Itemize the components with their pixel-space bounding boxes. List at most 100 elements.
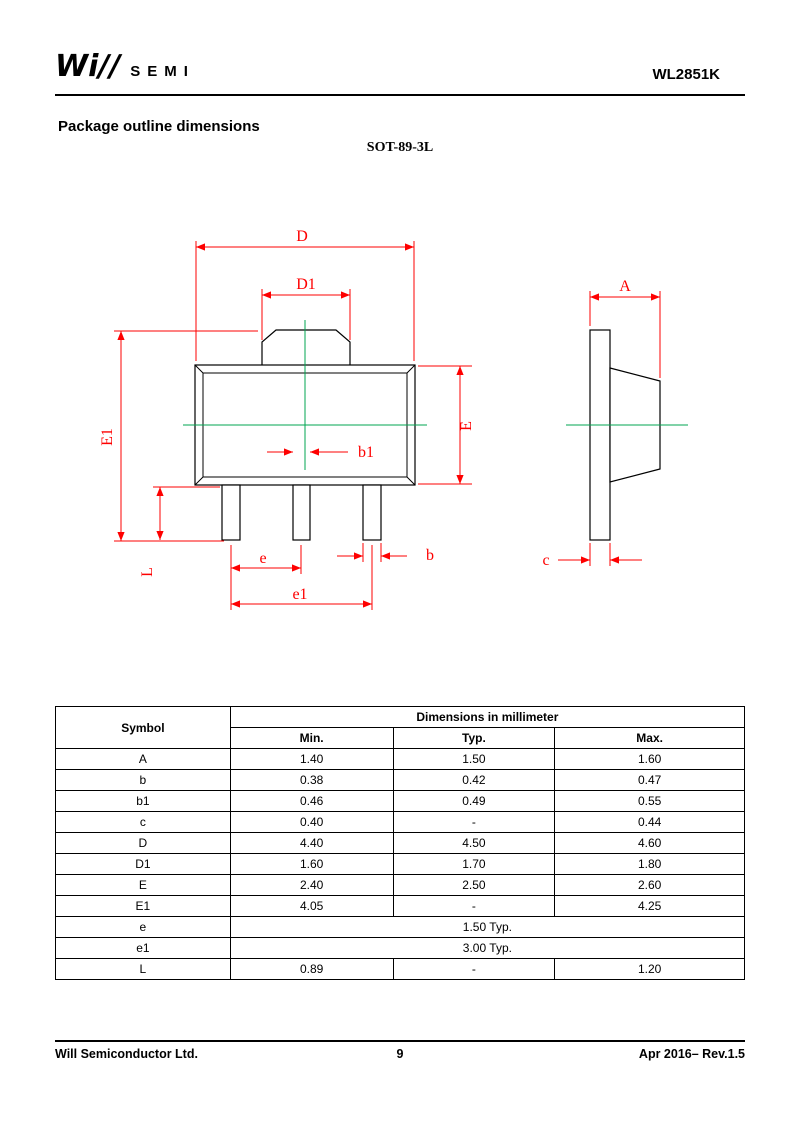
dim-label-e: e bbox=[259, 550, 266, 567]
dim-e: e bbox=[230, 545, 302, 610]
cell-symbol: A bbox=[55, 748, 231, 770]
table-row: E1 4.05 - 4.25 bbox=[55, 895, 745, 917]
cell-min: 0.46 bbox=[229, 790, 394, 812]
table-row: A 1.40 1.50 1.60 bbox=[55, 748, 745, 770]
table-row: D 4.40 4.50 4.60 bbox=[55, 832, 745, 854]
dim-label-e1: e1 bbox=[292, 586, 307, 603]
cell-symbol: e bbox=[55, 916, 231, 938]
lead-1 bbox=[221, 484, 241, 541]
cell-span-value: 1.50 Typ. bbox=[229, 916, 746, 938]
header-rule bbox=[55, 94, 745, 96]
dim-c: c bbox=[542, 543, 642, 569]
dim-label-b: b bbox=[426, 547, 434, 564]
corner-chamfer bbox=[194, 364, 204, 374]
cell-min: 0.40 bbox=[229, 811, 394, 833]
dim-E1: E1 bbox=[99, 330, 258, 542]
lead-2 bbox=[292, 484, 311, 541]
willsemi-logo: Wi∕∕ SEMI bbox=[55, 52, 195, 82]
cell-symbol: e1 bbox=[55, 937, 231, 959]
cell-symbol: E bbox=[55, 874, 231, 896]
footer-company: Will Semiconductor Ltd. bbox=[55, 1047, 198, 1061]
col-header-max: Max. bbox=[554, 727, 745, 749]
table-row: b 0.38 0.42 0.47 bbox=[55, 769, 745, 791]
cell-typ: 0.42 bbox=[392, 769, 556, 791]
dim-e1: e1 bbox=[231, 545, 373, 610]
cell-max: 1.80 bbox=[554, 853, 745, 875]
dim-label-c: c bbox=[542, 552, 549, 569]
cell-min: 0.89 bbox=[229, 958, 394, 980]
cell-min: 1.60 bbox=[229, 853, 394, 875]
cell-max: 0.55 bbox=[554, 790, 745, 812]
table-row: e 1.50 Typ. bbox=[55, 916, 746, 938]
cell-typ: - bbox=[392, 895, 556, 917]
table-header-row: Symbol Dimensions in millimeter bbox=[55, 706, 746, 749]
page-title: Package outline dimensions bbox=[58, 118, 260, 135]
cell-typ: 1.70 bbox=[392, 853, 556, 875]
cell-typ: 1.50 bbox=[392, 748, 556, 770]
table-row: b1 0.46 0.49 0.55 bbox=[55, 790, 745, 812]
package-outline-drawing: D D1 E1 E b1 bbox=[99, 228, 688, 610]
tab-outline bbox=[261, 329, 351, 365]
dim-D: D bbox=[195, 228, 415, 361]
cell-min: 1.40 bbox=[229, 748, 394, 770]
cell-max: 1.20 bbox=[554, 958, 745, 980]
footer-revision: Apr 2016– Rev.1.5 bbox=[638, 1047, 746, 1061]
dim-D1: D1 bbox=[261, 276, 351, 340]
table-row: e1 3.00 Typ. bbox=[55, 937, 746, 959]
cell-symbol: b bbox=[55, 769, 231, 791]
cell-min: 2.40 bbox=[229, 874, 394, 896]
logo-text: SEMI bbox=[130, 63, 195, 80]
cell-typ: 2.50 bbox=[392, 874, 556, 896]
dimensions-table: Symbol Dimensions in millimeter Min. Typ… bbox=[55, 706, 746, 980]
corner-chamfer bbox=[406, 476, 416, 486]
dim-label-D: D bbox=[296, 228, 308, 245]
table-row: E 2.40 2.50 2.60 bbox=[55, 874, 745, 896]
dim-L: L bbox=[139, 486, 220, 577]
footer-page-number: 9 bbox=[396, 1047, 404, 1061]
cell-min: 4.40 bbox=[229, 832, 394, 854]
cell-symbol: E1 bbox=[55, 895, 231, 917]
dim-label-A: A bbox=[619, 278, 631, 295]
dim-A: A bbox=[589, 278, 661, 378]
part-number: WL2851K bbox=[652, 66, 720, 83]
logo-mark: Wi∕∕ bbox=[55, 49, 121, 84]
package-name: SOT-89-3L bbox=[366, 140, 434, 155]
dim-label-E: E bbox=[458, 421, 475, 431]
table-row: L 0.89 - 1.20 bbox=[55, 958, 745, 980]
group-header: Dimensions in millimeter bbox=[229, 706, 746, 728]
table-row: D1 1.60 1.70 1.80 bbox=[55, 853, 745, 875]
lead-3 bbox=[362, 484, 382, 541]
cell-min: 4.05 bbox=[229, 895, 394, 917]
dim-b1: b1 bbox=[267, 444, 374, 461]
cell-min: 0.38 bbox=[229, 769, 394, 791]
cell-symbol: b1 bbox=[55, 790, 231, 812]
cell-max: 0.47 bbox=[554, 769, 745, 791]
cell-max: 2.60 bbox=[554, 874, 745, 896]
corner-chamfer bbox=[406, 364, 416, 374]
footer-rule bbox=[55, 1040, 745, 1042]
cell-typ: - bbox=[392, 958, 556, 980]
cell-typ: 4.50 bbox=[392, 832, 556, 854]
dim-label-L: L bbox=[139, 567, 156, 577]
side-view bbox=[566, 329, 688, 541]
cell-symbol: D1 bbox=[55, 853, 231, 875]
cell-symbol: L bbox=[55, 958, 231, 980]
dim-label-b1: b1 bbox=[358, 444, 374, 461]
symbol-header: Symbol bbox=[55, 706, 231, 749]
cell-max: 0.44 bbox=[554, 811, 745, 833]
corner-chamfer bbox=[194, 476, 204, 486]
side-body-outline bbox=[589, 329, 611, 541]
dim-b: b bbox=[337, 543, 434, 564]
cell-typ: 0.49 bbox=[392, 790, 556, 812]
cell-typ: - bbox=[392, 811, 556, 833]
col-header-min: Min. bbox=[229, 727, 394, 749]
dim-label-D1: D1 bbox=[296, 276, 316, 293]
cell-max: 4.25 bbox=[554, 895, 745, 917]
cell-symbol: D bbox=[55, 832, 231, 854]
col-header-typ: Typ. bbox=[392, 727, 556, 749]
front-view bbox=[183, 320, 427, 541]
cell-max: 4.60 bbox=[554, 832, 745, 854]
cell-symbol: c bbox=[55, 811, 231, 833]
dim-label-E1: E1 bbox=[99, 428, 116, 446]
